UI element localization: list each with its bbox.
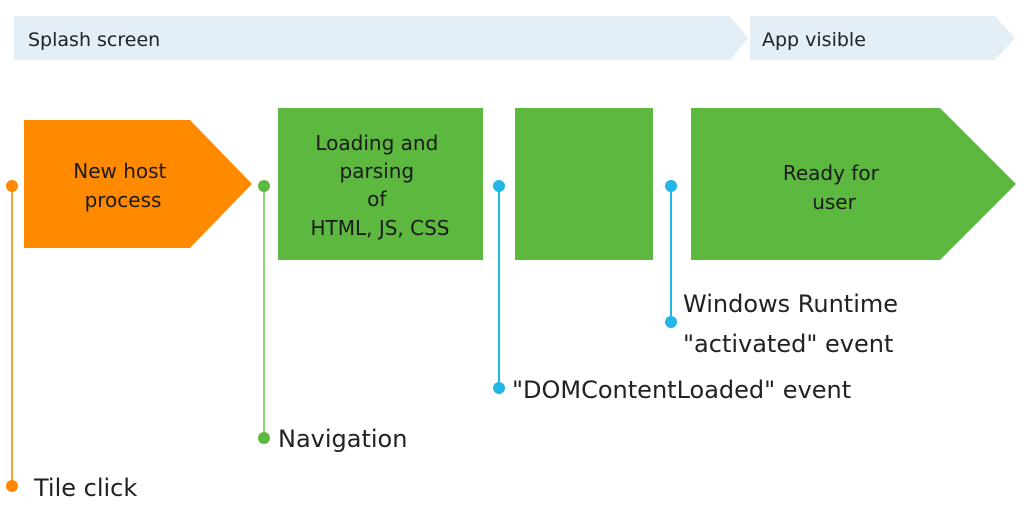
new-host-process-stage: [24, 120, 252, 248]
activated-top-dot: [665, 180, 677, 192]
dom-content-loaded-label: "DOMContentLoaded" event: [512, 376, 851, 404]
navigation-top-dot: [258, 180, 270, 192]
app-visible-phase-bar: [750, 16, 1015, 60]
activated-line-1: Windows Runtime: [683, 290, 898, 318]
loading-parsing-line-4: HTML, JS, CSS: [310, 216, 449, 240]
loading-parsing-line-3: of: [367, 187, 387, 211]
loading-parsing-line-2: parsing: [340, 159, 415, 183]
loading-parsing-line-1: Loading and: [315, 131, 438, 155]
ready-for-user-line-2: user: [812, 190, 856, 214]
loading-parsing-label: Loading and parsing of HTML, JS, CSS: [310, 131, 449, 240]
activated-label: Windows Runtime "activated" event: [683, 290, 906, 358]
navigation-label: Navigation: [278, 425, 407, 453]
loading-parsing-stage: [278, 108, 483, 260]
new-host-process-label: New host process: [73, 159, 173, 212]
app-visible-label: App visible: [762, 29, 866, 51]
activated-bottom-dot: [665, 316, 677, 328]
navigation-bottom-dot: [258, 432, 270, 444]
new-host-process-line-2: process: [85, 188, 162, 212]
splash-screen-phase-bar: [14, 16, 748, 60]
tile-click-bottom-dot: [6, 480, 18, 492]
new-host-process-line-1: New host: [73, 159, 166, 183]
ready-for-user-line-1: Ready for: [783, 161, 880, 185]
tile-click-label: Tile click: [33, 474, 137, 502]
post-dom-stage: [515, 108, 653, 260]
activated-line-2: "activated" event: [683, 330, 893, 358]
splash-screen-label: Splash screen: [28, 29, 160, 51]
ready-for-user-label: Ready for user: [783, 161, 885, 214]
dom-content-loaded-top-dot: [493, 180, 505, 192]
ready-for-user-stage: [691, 108, 1016, 260]
dom-content-loaded-bottom-dot: [493, 382, 505, 394]
tile-click-top-dot: [6, 180, 18, 192]
